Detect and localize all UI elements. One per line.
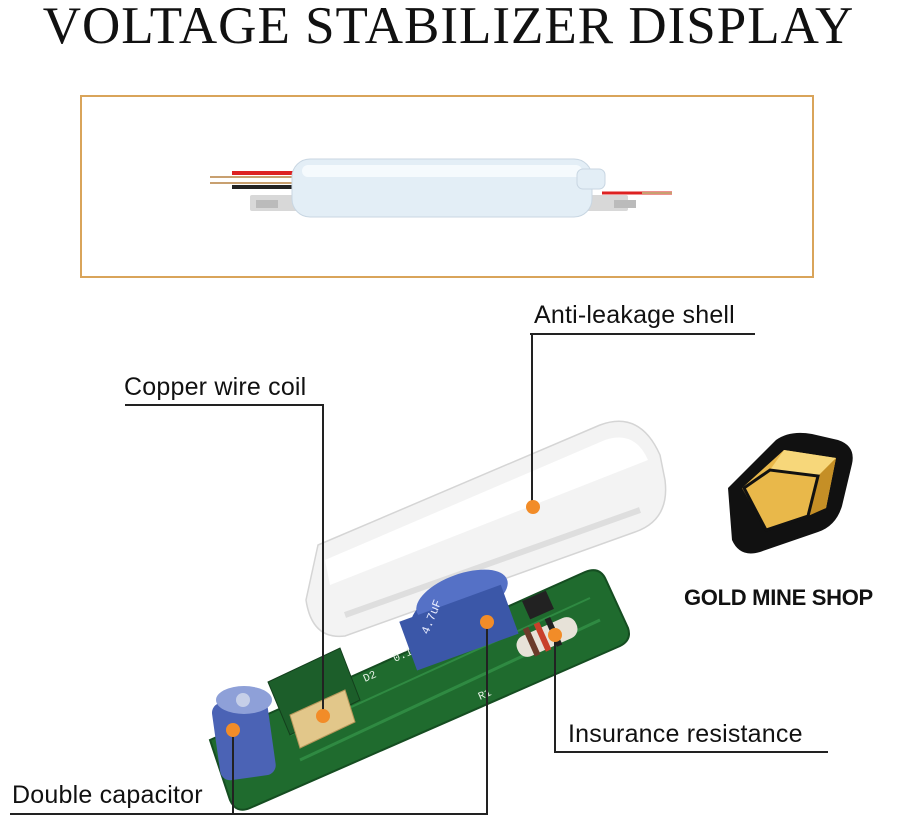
svg-text:R1: R1	[477, 687, 494, 703]
insurance-resistor-image	[516, 590, 578, 657]
product-photo-frame	[80, 95, 814, 278]
label-copper-wire-coil: Copper wire coil	[124, 373, 307, 401]
brand-name: GOLD MINE SHOP	[684, 585, 873, 610]
svg-text:D2: D2	[362, 669, 379, 685]
page-title: VOLTAGE STABILIZER DISPLAY	[42, 0, 855, 55]
leader-line-resistor	[554, 635, 828, 753]
gold-bar-logo	[728, 432, 853, 554]
leader-line-capacitor-right	[233, 622, 488, 815]
label-anti-leakage-shell: Anti-leakage shell	[534, 301, 735, 329]
assembled-stabilizer-image	[210, 158, 672, 218]
leader-line-coil	[125, 404, 324, 715]
label-insurance-resistance: Insurance resistance	[568, 720, 803, 748]
marker-dot-small-capacitor	[226, 723, 240, 737]
marker-dot-capacitor	[480, 615, 494, 629]
marker-dot-shell	[526, 500, 540, 514]
label-double-capacitor: Double capacitor	[12, 781, 203, 809]
marker-dot-coil	[316, 709, 330, 723]
small-capacitor-image	[211, 686, 276, 781]
anti-leakage-shell-image	[305, 420, 667, 638]
electrolytic-capacitor-image: 4.7uF	[399, 569, 519, 671]
marker-dot-resistor	[548, 628, 562, 642]
